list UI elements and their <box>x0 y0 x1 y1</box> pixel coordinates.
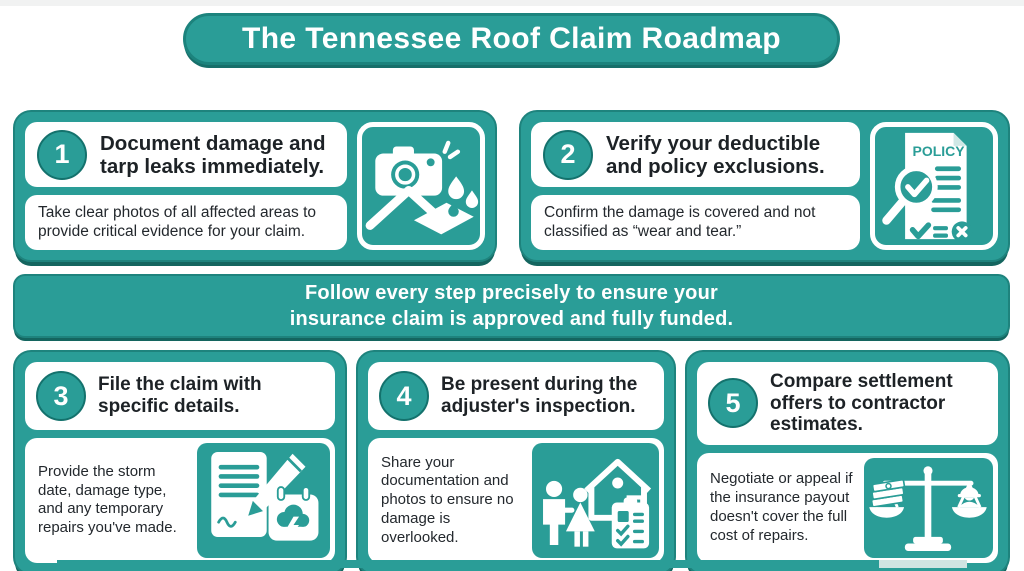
step-5-bottom-panel: Negotiate or appeal if the insurance pay… <box>697 452 998 563</box>
step-number-badge: 4 <box>379 371 429 421</box>
step-1-icon-frame <box>357 122 485 250</box>
step-description: Share your documentation and photos to e… <box>381 453 514 546</box>
step-title: Verify your deductible and policy exclus… <box>606 131 825 178</box>
step-description: Negotiate or appeal if the insurance pay… <box>710 470 853 544</box>
step-title: Document damage and tarp leaks immediate… <box>100 131 326 178</box>
step-number-badge: 2 <box>543 129 593 180</box>
bottom-edge-strip <box>57 560 967 568</box>
step-5-icon-pane <box>863 457 993 558</box>
step-card-2-layout: 2 Verify your deductible and policy excl… <box>531 122 998 250</box>
steps-row-1: 1 Document damage and tarp leaks immedia… <box>13 110 1010 262</box>
step-number-badge: 1 <box>37 129 87 180</box>
page-title: The Tennessee Roof Claim Roadmap <box>241 22 781 55</box>
step-card-3: 3 File the claim with specific details. … <box>13 350 347 571</box>
step-number-badge: 5 <box>708 378 758 429</box>
step-3-bottom-panel: Provide the storm date, damage type, and… <box>25 438 335 563</box>
policy-label: POLICY <box>913 143 966 159</box>
step-2-heading-box: 2 Verify your deductible and policy excl… <box>531 122 860 188</box>
step-title: Be present during the adjuster's inspect… <box>441 374 638 417</box>
claim-document-pencil-calendar-icon <box>211 452 319 542</box>
step-card-4-layout: 4 Be present during the adjuster's inspe… <box>368 362 664 563</box>
top-edge-strip <box>0 0 1024 6</box>
step-card-2: 2 Verify your deductible and policy excl… <box>519 110 1010 262</box>
step-1-heading-box: 1 Document damage and tarp leaks immedia… <box>25 122 347 188</box>
step-card-2-text-column: 2 Verify your deductible and policy excl… <box>531 122 860 250</box>
banner-line-1: Follow every step precisely to ensure yo… <box>305 281 718 304</box>
middle-callout-banner: Follow every step precisely to ensure yo… <box>13 274 1010 338</box>
steps-row-2: 3 File the claim with specific details. … <box>13 350 1010 571</box>
step-number-badge: 3 <box>36 371 86 421</box>
step-card-1-text-column: 1 Document damage and tarp leaks immedia… <box>25 122 347 250</box>
step-card-3-layout: 3 File the claim with specific details. … <box>25 362 335 563</box>
policy-magnifier-icon: POLICY <box>882 132 973 242</box>
step-4-heading-box: 4 Be present during the adjuster's inspe… <box>368 362 664 430</box>
step-description: Take clear photos of all affected areas … <box>25 195 347 250</box>
step-title: Compare settlement offers to contractor … <box>770 371 953 436</box>
step-4-bottom-panel: Share your documentation and photos to e… <box>368 438 664 563</box>
step-4-icon-pane <box>531 443 659 558</box>
homeowners-house-clipboard-icon <box>542 459 651 549</box>
step-3-heading-box: 3 File the claim with specific details. <box>25 362 335 430</box>
step-card-4: 4 Be present during the adjuster's inspe… <box>356 350 676 571</box>
scale-money-contractor-icon <box>869 466 987 551</box>
step-2-icon-frame: POLICY <box>870 122 998 250</box>
bottom-edge-strip-light-segment <box>879 560 967 568</box>
banner-line-2: insurance claim is approved and fully fu… <box>289 308 734 330</box>
step-3-icon-pane <box>196 443 330 558</box>
step-card-5-layout: 5 Compare settlement offers to contracto… <box>697 362 998 563</box>
camera-roof-leak-icon <box>365 140 479 235</box>
step-card-1-layout: 1 Document damage and tarp leaks immedia… <box>25 122 485 250</box>
step-title: File the claim with specific details. <box>98 374 262 417</box>
title-banner: The Tennessee Roof Claim Roadmap <box>183 13 840 65</box>
step-description: Provide the storm date, damage type, and… <box>38 462 177 537</box>
step-card-5: 5 Compare settlement offers to contracto… <box>685 350 1010 571</box>
step-description: Confirm the damage is covered and not cl… <box>531 195 860 250</box>
step-card-1: 1 Document damage and tarp leaks immedia… <box>13 110 497 262</box>
step-5-heading-box: 5 Compare settlement offers to contracto… <box>697 362 998 445</box>
